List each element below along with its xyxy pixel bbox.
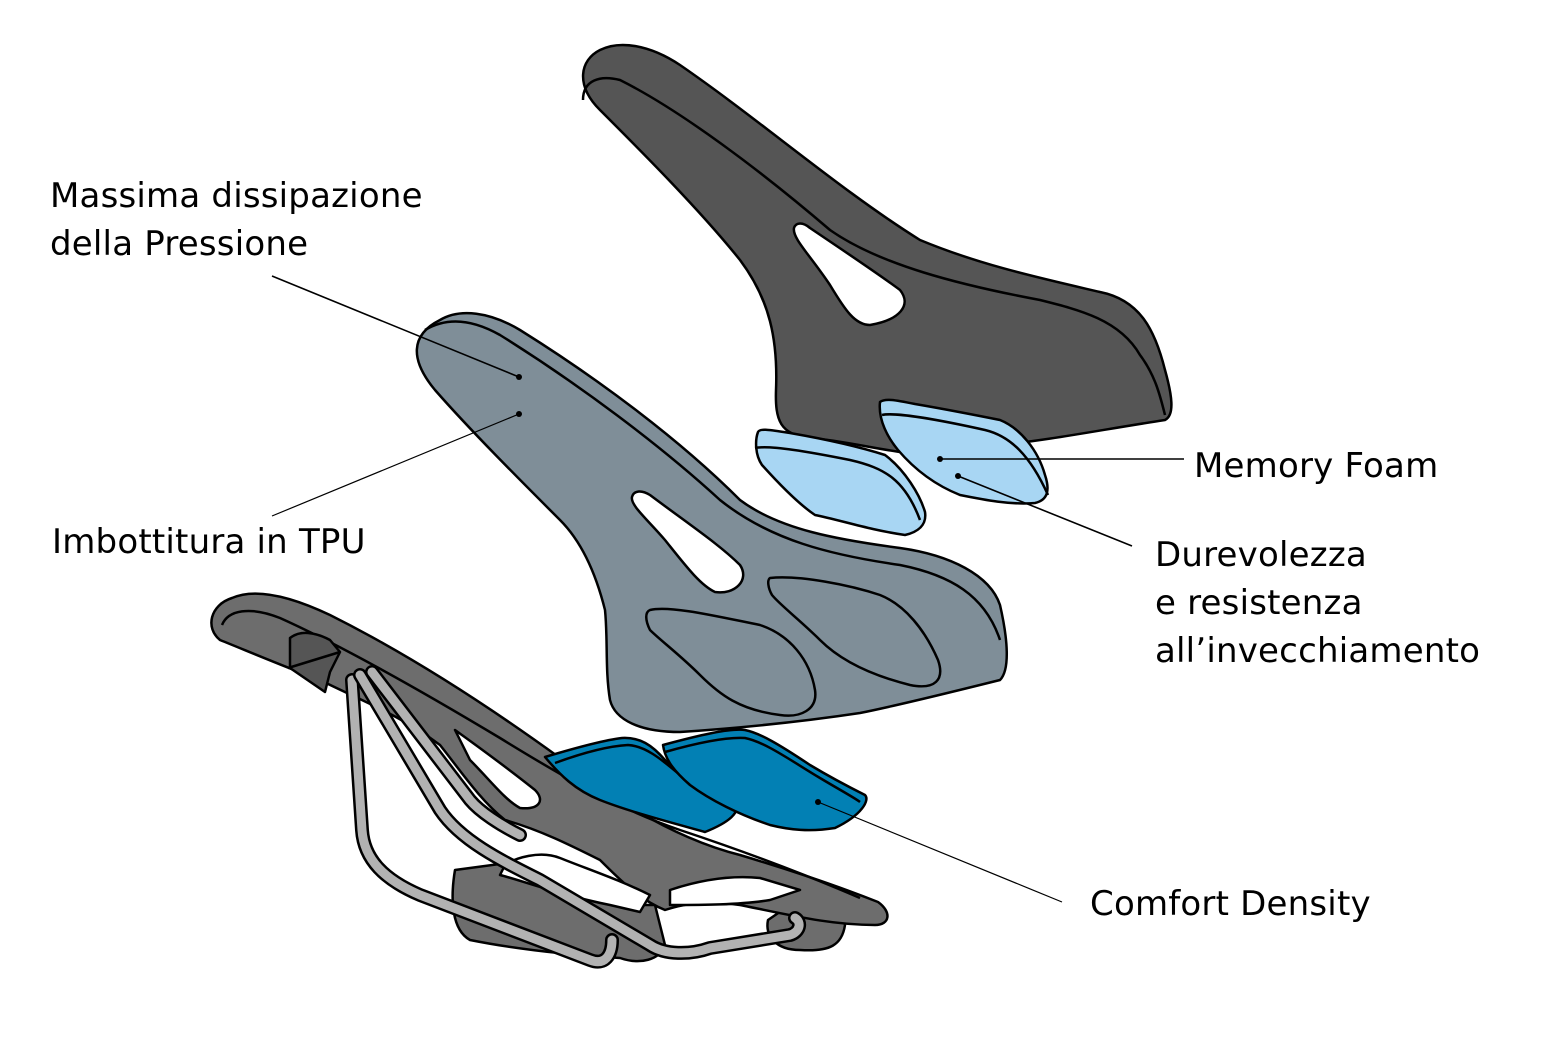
base-gap-3 <box>668 875 802 907</box>
label-durability-line-2: e resistenza <box>1155 583 1363 623</box>
label-memory-foam-line-1: Memory Foam <box>1194 446 1439 486</box>
memory-pad-left-rim <box>754 446 922 521</box>
leader-tpu <box>271 413 520 517</box>
memory-pad-right-rim <box>881 413 1050 496</box>
label-pressure-line-2: della Pressione <box>50 224 309 264</box>
label-memory-foam: Memory Foam <box>1194 442 1438 490</box>
leader-lines <box>271 275 1184 903</box>
label-comfort-density-line-1: Comfort Density <box>1090 884 1371 924</box>
saddle-rails <box>345 665 807 969</box>
top-cover-hole <box>792 222 906 327</box>
tpu-recess-left <box>645 607 817 717</box>
base-shell-rim <box>220 609 861 900</box>
comfort-pad-right <box>661 728 868 832</box>
memory-pad-left <box>754 428 927 537</box>
label-pressure-line-1: Massima dissipazione <box>50 176 423 216</box>
tpu-layer-rim <box>424 320 1002 641</box>
label-tpu-line-1: Imbottitura in TPU <box>52 522 366 562</box>
label-durability-line-1: Durevolezza <box>1155 535 1367 575</box>
base-nose-insert-edge <box>287 650 341 670</box>
top-cover-body <box>581 43 1173 457</box>
base-nose-insert <box>288 631 342 694</box>
label-durability-line-3: all’invecchiamento <box>1155 631 1481 671</box>
label-comfort-density: Comfort Density <box>1090 880 1371 928</box>
leader-durability <box>957 475 1133 547</box>
tpu-recess-right <box>767 576 942 688</box>
base-gap-1 <box>453 728 542 810</box>
label-pressure-dissipation: Massima dissipazione della Pressione <box>50 172 423 268</box>
label-tpu-padding: Imbottitura in TPU <box>52 518 366 566</box>
tpu-layer-body <box>415 311 1008 734</box>
memory-foam-pads <box>754 398 1050 537</box>
label-durability: Durevolezza e resistenza all’invecchiame… <box>1155 531 1480 675</box>
leader-comfort-density <box>817 801 1063 903</box>
comfort-density-pads <box>543 728 868 834</box>
tpu-layer-hole <box>630 490 745 594</box>
top-cover <box>581 43 1173 457</box>
comfort-pad-right-rim <box>664 736 861 804</box>
tpu-layer <box>415 311 1008 734</box>
top-cover-rim <box>581 76 1167 416</box>
leader-pressure <box>271 275 520 378</box>
